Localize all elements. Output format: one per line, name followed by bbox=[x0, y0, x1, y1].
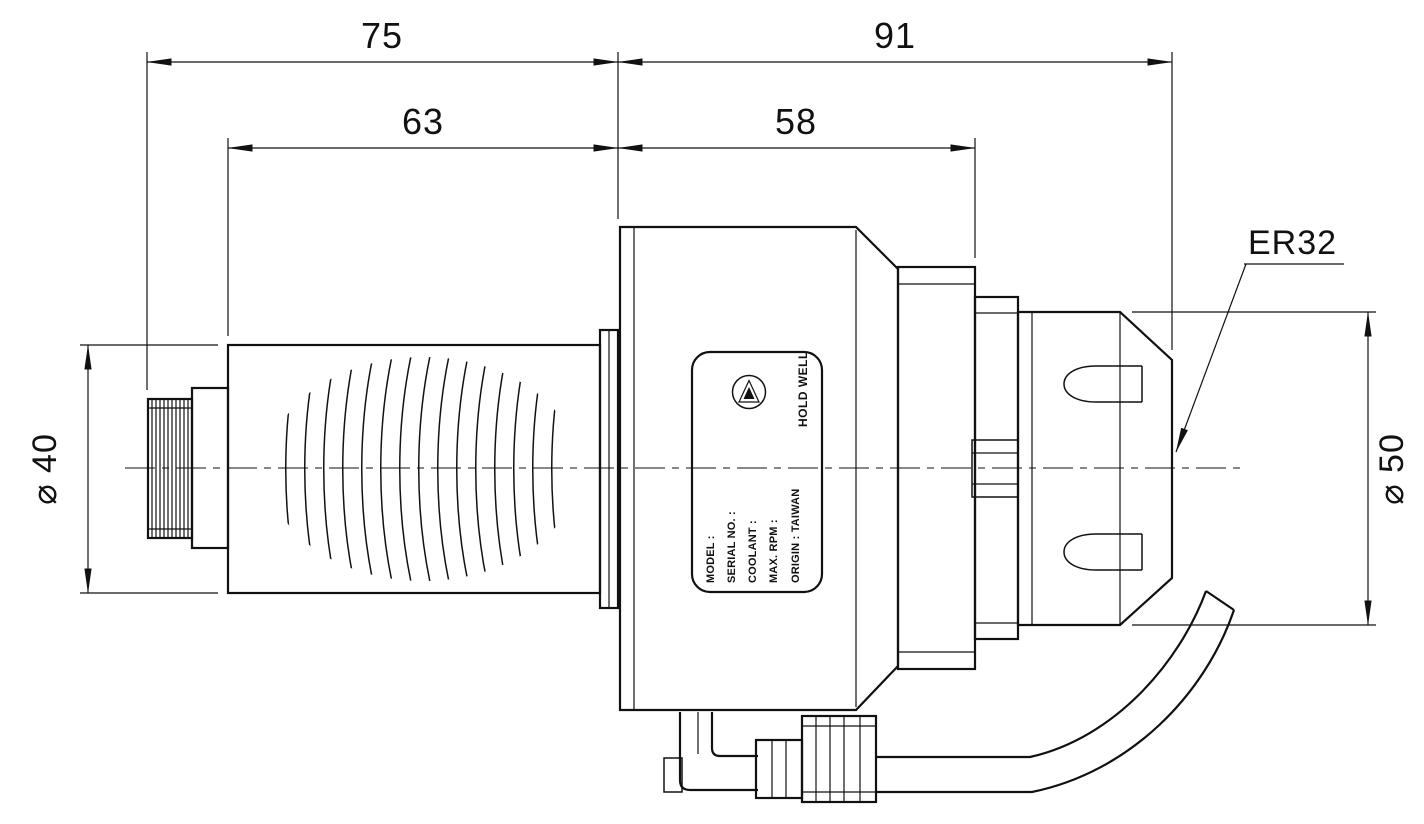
er32-leader-line bbox=[1175, 263, 1247, 453]
elbow-fitting bbox=[663, 712, 758, 793]
plate-row-origin: ORIGIN : TAIWAN bbox=[790, 489, 802, 583]
nut-slot-top bbox=[1063, 365, 1143, 403]
plate-row-model: MODEL : bbox=[705, 535, 717, 583]
spline-teeth bbox=[148, 399, 192, 538]
er32-callout: ER32 bbox=[1175, 224, 1344, 453]
barrel bbox=[226, 343, 602, 595]
nut-slot-bottom bbox=[1063, 533, 1143, 571]
plate-row-serial: SERIAL NO. : bbox=[726, 511, 738, 583]
extension-lines bbox=[80, 52, 1376, 626]
brand-text: HOLD WELL bbox=[796, 351, 810, 427]
spindle-geometry bbox=[146, 225, 1236, 804]
dim-value-75: 75 bbox=[361, 15, 403, 56]
dim-value-91: 91 bbox=[874, 15, 916, 56]
dim-value-58: 58 bbox=[775, 101, 817, 142]
plate-row-coolant: COOLANT : bbox=[747, 520, 759, 583]
coolant-hose bbox=[876, 590, 1236, 794]
dim-value-63: 63 bbox=[402, 101, 444, 142]
label-plate: HOLD WELL MODEL : SERIAL NO. : COOLANT :… bbox=[690, 350, 824, 594]
dimension-annotations: 75 91 63 58 ⌀ 40 ⌀ 50 ER32 bbox=[26, 15, 1411, 626]
thread-pattern bbox=[268, 357, 564, 581]
hose-nut bbox=[800, 714, 878, 804]
label-plate-border bbox=[690, 350, 824, 594]
holdwell-logo-icon bbox=[731, 374, 767, 410]
plate-row-maxrpm: MAX. RPM : bbox=[768, 519, 780, 583]
elbow-flange bbox=[663, 757, 683, 793]
er32-label: ER32 bbox=[1248, 224, 1337, 262]
dim-value-dia50: ⌀ 50 bbox=[1373, 433, 1411, 505]
dim-value-dia40: ⌀ 40 bbox=[26, 433, 64, 505]
union-fitting bbox=[754, 738, 804, 800]
